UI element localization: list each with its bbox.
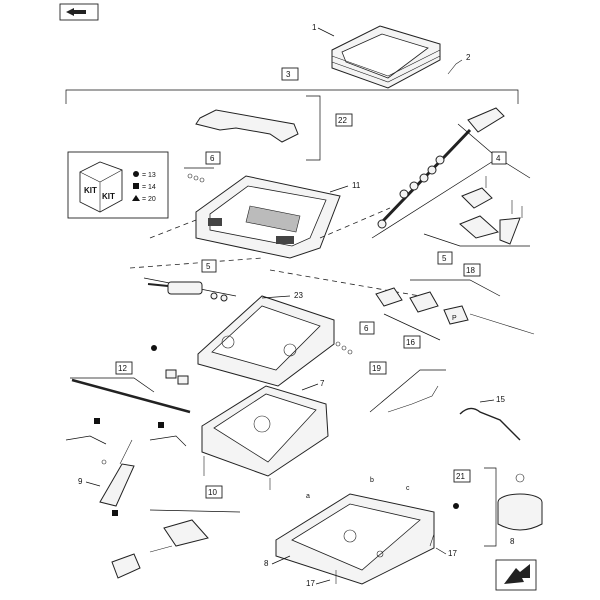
- square-icon: [133, 183, 139, 189]
- callout-2: 2: [466, 53, 471, 62]
- kit-legend-20: = 20: [142, 196, 156, 203]
- cross-bar: [71, 378, 191, 414]
- label-a: a: [306, 493, 310, 500]
- callout-5-left: 5: [206, 262, 211, 271]
- callout-22: 22: [338, 116, 347, 125]
- callout-21: 21: [456, 472, 465, 481]
- release-shaft: [147, 281, 228, 302]
- cushion-hook: [447, 59, 463, 75]
- callout-16: 16: [406, 338, 415, 347]
- callout-4: 4: [496, 154, 501, 163]
- rotary-knob: [497, 473, 543, 531]
- kit-label-top: KIT: [84, 186, 97, 195]
- guide-line-d: [269, 269, 421, 297]
- callout-15: 15: [496, 395, 505, 404]
- callout-8-side: 8: [510, 537, 515, 546]
- kit-label-bottom: KIT: [102, 192, 115, 201]
- suspension-frame: [197, 295, 335, 387]
- callout-6-top: 6: [210, 154, 215, 163]
- kit-legend-14: = 14: [142, 184, 156, 191]
- callout-10: 10: [208, 488, 217, 497]
- callout-11: 11: [352, 181, 361, 190]
- callout-23: 23: [294, 291, 303, 300]
- release-handle: [459, 407, 521, 441]
- control-switches: P: [375, 287, 535, 335]
- scissor-mechanism: [201, 385, 329, 490]
- callout-17-bottom: 17: [306, 579, 315, 588]
- callout-7: 7: [320, 379, 325, 388]
- circle-icon: [133, 171, 139, 177]
- gas-spring: [377, 107, 505, 229]
- top-plate: [195, 109, 299, 143]
- callout-18: 18: [466, 266, 475, 275]
- label-p: P: [452, 315, 457, 322]
- guide-line-c: [129, 257, 263, 269]
- callout-5-right: 5: [442, 254, 447, 263]
- latch-brackets: [459, 176, 523, 245]
- kit-legend-13: = 13: [142, 172, 156, 179]
- guide-line-a: [149, 219, 197, 239]
- callout-17-right: 17: [448, 549, 457, 558]
- callout-1: 1: [312, 23, 317, 32]
- seat-cushion: [331, 25, 441, 89]
- label-b: b: [370, 477, 374, 484]
- hardware-kit-box: KIT KIT = 13 = 14 = 20: [67, 151, 169, 219]
- callout-8: 8: [264, 559, 269, 568]
- base-plate: [275, 493, 435, 585]
- previous-page-icon[interactable]: [59, 3, 99, 21]
- linkage-rod: [387, 385, 439, 413]
- guide-line-b: [319, 207, 391, 239]
- upper-slide-frame: [195, 175, 341, 259]
- assembly-bracket-3: [65, 89, 519, 104]
- next-page-icon[interactable]: [495, 559, 537, 591]
- lever-assembly: [111, 519, 209, 579]
- callout-9: 9: [78, 477, 83, 486]
- callout-3: 3: [286, 70, 291, 79]
- callout-19: 19: [372, 364, 381, 373]
- adjuster-cable: [99, 439, 135, 507]
- callout-12: 12: [118, 364, 127, 373]
- label-c: c: [406, 485, 410, 492]
- callout-6-right: 6: [364, 324, 369, 333]
- triangle-icon: [132, 195, 140, 201]
